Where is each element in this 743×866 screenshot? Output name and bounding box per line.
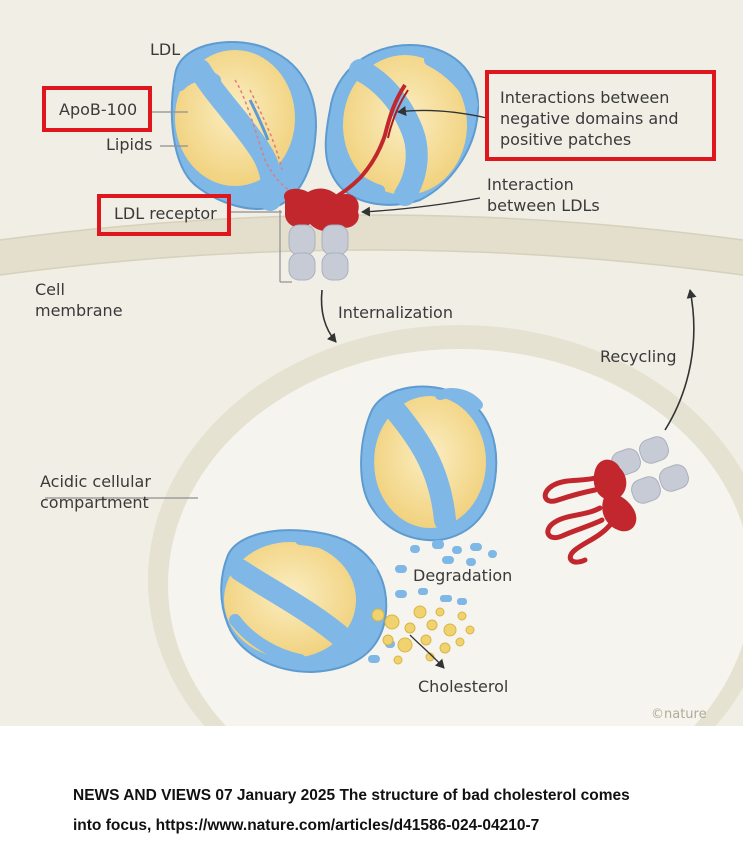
label-apob100: ApoB-100	[59, 100, 138, 119]
label-ldl-receptor: LDL receptor	[114, 204, 217, 223]
leader-lines	[45, 111, 292, 499]
label-interactions-line2: negative domains and	[500, 109, 679, 128]
ldl-particle-right	[324, 43, 480, 206]
arrow-recycling	[664, 289, 697, 431]
highlight-box-ldl-receptor	[97, 194, 231, 236]
label-cell-membrane-line1: Cell	[35, 280, 65, 299]
ldl-particle-left	[170, 41, 317, 211]
highlight-box-interactions	[485, 70, 716, 161]
label-degradation: Degradation	[413, 566, 513, 585]
ldl-receptor-recycling	[542, 436, 689, 565]
arrow-internalization	[320, 289, 337, 343]
label-interaction-ldls-line2: between LDLs	[487, 196, 600, 215]
label-cholesterol: Cholesterol	[418, 677, 509, 696]
label-lipids: Lipids	[106, 135, 153, 154]
ldl-particle-degrading-lower	[220, 529, 388, 674]
caption-line2: into focus, https://www.nature.com/artic…	[73, 817, 540, 834]
label-cell-membrane-line2: membrane	[35, 301, 123, 320]
ldl-particle-degrading-upper	[360, 385, 498, 542]
cholesterol-droplets	[371, 605, 475, 665]
nature-credit: ©nature	[651, 707, 707, 722]
highlight-box-apob100	[42, 86, 152, 132]
label-interactions-line3: positive patches	[500, 130, 632, 149]
label-ldl: LDL	[150, 40, 181, 59]
label-interactions-line1: Interactions between	[500, 88, 670, 107]
ldl-receptor-membrane	[284, 188, 359, 281]
arrow-interactions	[397, 106, 488, 119]
caption-line1: NEWS AND VIEWS 07 January 2025 The struc…	[73, 787, 630, 804]
label-acidic-line2: compartment	[40, 493, 149, 512]
label-interaction-ldls-line1: Interaction	[487, 175, 574, 194]
arrow-interaction-ldls	[361, 197, 481, 217]
label-recycling: Recycling	[600, 347, 677, 366]
cell-membrane-band	[0, 215, 743, 275]
label-acidic-line1: Acidic cellular	[40, 472, 151, 491]
label-internalization: Internalization	[338, 303, 453, 322]
arrow-cholesterol	[409, 634, 445, 669]
